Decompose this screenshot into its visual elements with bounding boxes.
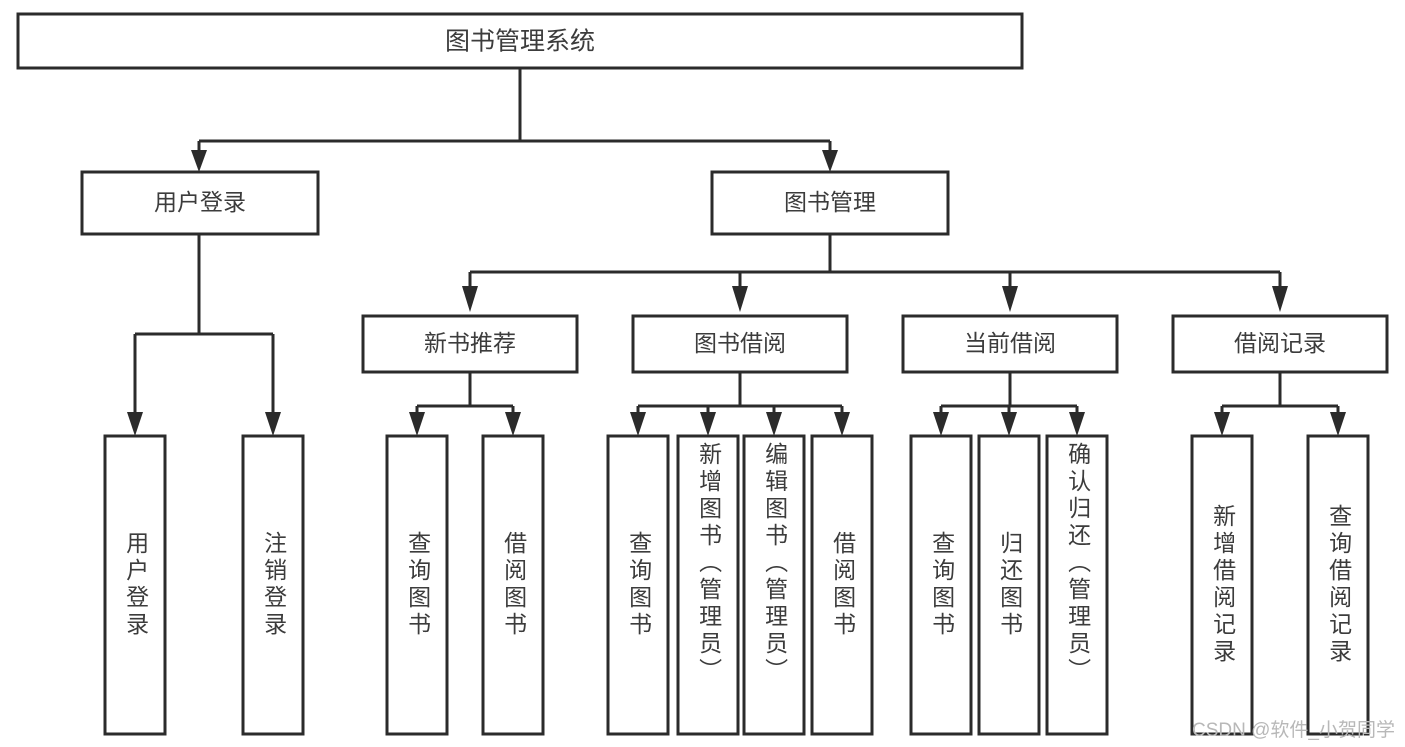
node-new-book-recommend[interactable]: 新书推荐 (361, 314, 579, 374)
leaf-box-confirm-return-admin[interactable] (1045, 434, 1109, 736)
arrow-newbook-leaf-1 (409, 412, 425, 436)
node-label-borrow-record: 借阅记录 (1234, 330, 1326, 356)
arrow-currentborrow-leaf-2 (1001, 412, 1017, 436)
leaf-box-query-book-3[interactable] (909, 434, 973, 736)
arrow-userlogin-leaf-1 (127, 412, 143, 436)
leaf-box-borrow-book-1[interactable] (481, 434, 545, 736)
node-label-current-borrow: 当前借阅 (964, 330, 1056, 356)
arrow-currentborrow-leaf-1 (933, 412, 949, 436)
arrow-root-to-book-mgmt (822, 150, 838, 172)
arrow-bookborrow-leaf-2 (700, 412, 716, 436)
leaf-box-query-borrow-record[interactable] (1306, 434, 1370, 736)
node-box-new-book-recommend[interactable] (361, 314, 579, 374)
leaf-box-edit-book-admin[interactable] (742, 434, 806, 736)
arrow-bookmgmt-to-new-recommend (462, 286, 478, 312)
arrow-newbook-leaf-2 (505, 412, 521, 436)
arrow-bookmgmt-to-current-borrow (1002, 286, 1018, 312)
arrow-bookborrow-leaf-1 (630, 412, 646, 436)
node-label-new-book-recommend: 新书推荐 (424, 330, 516, 356)
node-box-root[interactable] (16, 12, 1024, 70)
node-current-borrow[interactable]: 当前借阅 (901, 314, 1119, 374)
arrow-userlogin-leaf-2 (265, 412, 281, 436)
leaf-box-user-login[interactable] (103, 434, 167, 736)
leaf-box-return-book[interactable] (977, 434, 1041, 736)
node-box-current-borrow[interactable] (901, 314, 1119, 374)
arrow-bookmgmt-to-book-borrow (732, 286, 748, 312)
leaf-box-add-borrow-record[interactable] (1190, 434, 1254, 736)
arrow-currentborrow-leaf-3 (1069, 412, 1085, 436)
node-book-borrow[interactable]: 图书借阅 (631, 314, 849, 374)
arrow-borrowrecord-leaf-2 (1330, 412, 1346, 436)
node-label-book-borrow: 图书借阅 (694, 330, 786, 356)
connector-layer (127, 68, 1346, 436)
node-box-user-login[interactable] (80, 170, 320, 236)
leaf-box-query-book-1[interactable] (385, 434, 449, 736)
arrow-bookmgmt-to-borrow-record (1272, 286, 1288, 312)
node-label-user-login: 用户登录 (154, 189, 246, 215)
node-label-book-management: 图书管理 (784, 189, 876, 215)
node-box-borrow-record[interactable] (1171, 314, 1389, 374)
arrow-root-to-user-login (191, 150, 207, 172)
node-label-root: 图书管理系统 (445, 28, 595, 56)
node-book-management[interactable]: 图书管理 (710, 170, 950, 236)
watermark-text: CSDN @软件_小贺同学 (1192, 720, 1395, 741)
leaf-box-query-book-2[interactable] (606, 434, 670, 736)
leaf-box-logout[interactable] (241, 434, 305, 736)
leaf-box-add-book-admin[interactable] (676, 434, 740, 736)
node-box-book-borrow[interactable] (631, 314, 849, 374)
arrow-borrowrecord-leaf-1 (1214, 412, 1230, 436)
arrow-bookborrow-leaf-3 (766, 412, 782, 436)
node-user-login[interactable]: 用户登录 (80, 170, 320, 236)
arrow-bookborrow-leaf-4 (834, 412, 850, 436)
leaf-box-borrow-book-2[interactable] (810, 434, 874, 736)
node-root-book-management-system[interactable]: 图书管理系统 (16, 12, 1024, 70)
node-borrow-record[interactable]: 借阅记录 (1171, 314, 1389, 374)
node-box-book-management[interactable] (710, 170, 950, 236)
